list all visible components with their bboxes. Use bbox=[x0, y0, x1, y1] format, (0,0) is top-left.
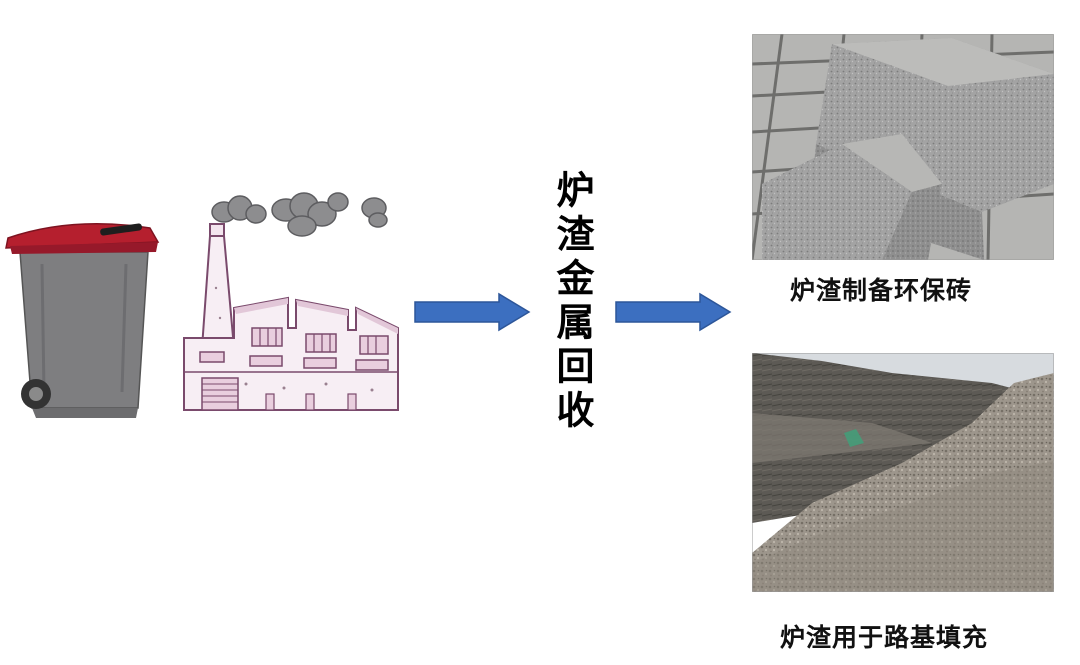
roadbed-fill-photo bbox=[752, 353, 1054, 592]
roadbed-fill-caption: 炉渣用于路基填充 bbox=[780, 623, 989, 652]
arrow-right-icon bbox=[614, 292, 732, 332]
factory-icon bbox=[176, 188, 408, 418]
arrow-right-icon bbox=[413, 292, 531, 332]
trash-bin-icon bbox=[2, 212, 164, 424]
process-label: 炉渣金属回收 bbox=[550, 170, 594, 434]
smoke-cloud-icon bbox=[211, 192, 388, 237]
eco-brick-caption: 炉渣制备环保砖 bbox=[790, 276, 973, 305]
eco-brick-photo bbox=[752, 34, 1054, 260]
